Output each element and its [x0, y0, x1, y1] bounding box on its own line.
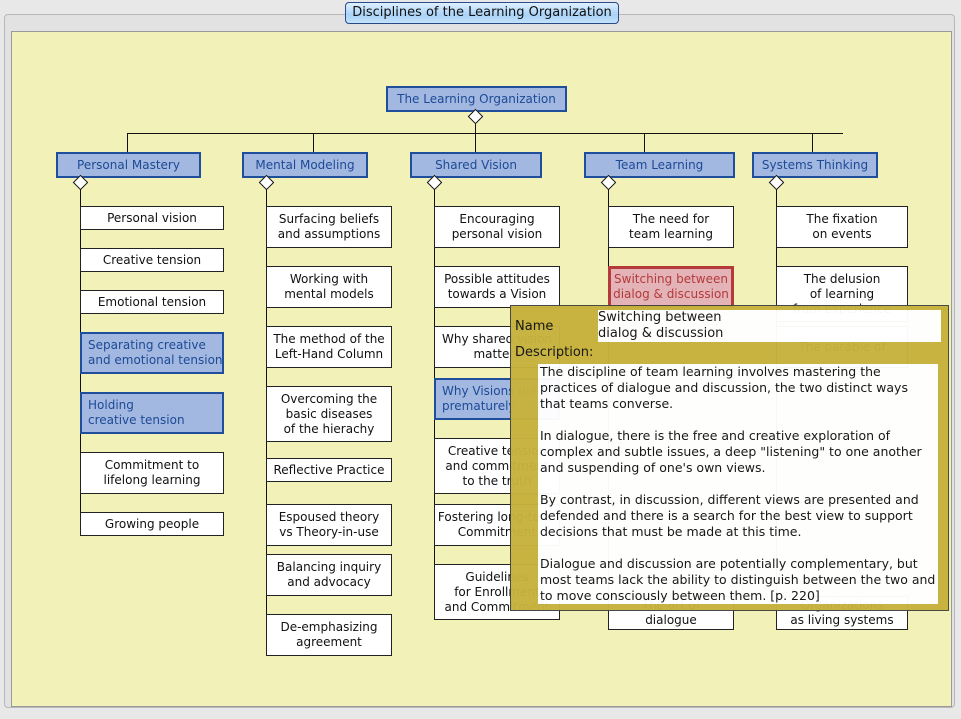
- discipline-node[interactable]: Personal Mastery: [56, 152, 201, 178]
- discipline-node[interactable]: Mental Modeling: [242, 152, 368, 178]
- diagram-title-tab[interactable]: Disciplines of the Learning Organization: [345, 2, 619, 24]
- topic-node-selected[interactable]: Switching between dialog & discussion: [608, 266, 734, 308]
- connector: [127, 133, 843, 134]
- topic-node[interactable]: Creative tension: [80, 248, 224, 272]
- topic-node[interactable]: The fixation on events: [776, 206, 908, 248]
- connector: [475, 123, 476, 134]
- discipline-node[interactable]: Shared Vision: [410, 152, 542, 178]
- description-label: Description:: [515, 345, 594, 360]
- topic-node[interactable]: Surfacing beliefs and assumptions: [266, 206, 392, 248]
- discipline-node[interactable]: Systems Thinking: [752, 152, 878, 178]
- topic-node[interactable]: Holding creative tension: [80, 392, 224, 434]
- name-field[interactable]: Switching between dialog & discussion: [598, 310, 941, 342]
- topic-node[interactable]: Encouraging personal vision: [434, 206, 560, 248]
- description-paragraph: By contrast, in discussion, different vi…: [540, 492, 919, 539]
- topic-node[interactable]: Personal vision: [80, 206, 224, 230]
- topic-node[interactable]: The method of the Left-Hand Column: [266, 326, 392, 368]
- connector: [644, 133, 645, 152]
- description-paragraph: In dialogue, there is the free and creat…: [540, 428, 922, 475]
- topic-node[interactable]: Commitment to lifelong learning: [80, 452, 224, 494]
- connector: [812, 133, 813, 152]
- connector: [313, 133, 314, 152]
- connector: [475, 133, 476, 152]
- name-label: Name: [515, 319, 554, 334]
- topic-node[interactable]: Working with mental models: [266, 266, 392, 308]
- description-paragraph: The discipline of team learning involves…: [540, 364, 908, 411]
- topic-node[interactable]: Espoused theory vs Theory-in-use: [266, 504, 392, 546]
- topic-node[interactable]: Emotional tension: [80, 290, 224, 314]
- description-field[interactable]: The discipline of team learning involves…: [538, 364, 938, 604]
- topic-node[interactable]: Separating creative and emotional tensio…: [80, 332, 224, 374]
- connector: [127, 133, 128, 152]
- root-node[interactable]: The Learning Organization: [386, 86, 567, 112]
- topic-node[interactable]: Balancing inquiry and advocacy: [266, 554, 392, 596]
- description-paragraph: Dialogue and discussion are potentially …: [540, 556, 936, 603]
- node-details-popup: Name Switching between dialog & discussi…: [510, 305, 949, 611]
- topic-node[interactable]: Reflective Practice: [266, 458, 392, 482]
- topic-node[interactable]: De-emphasizing agreement: [266, 614, 392, 656]
- discipline-node[interactable]: Team Learning: [584, 152, 735, 178]
- topic-node[interactable]: The need for team learning: [608, 206, 734, 248]
- topic-node[interactable]: Growing people: [80, 512, 224, 536]
- diagram-canvas: The Learning Organization Personal Maste…: [11, 31, 952, 707]
- topic-node[interactable]: Possible attitudes towards a Vision: [434, 266, 560, 308]
- topic-node[interactable]: Overcoming the basic diseases of the hie…: [266, 386, 392, 442]
